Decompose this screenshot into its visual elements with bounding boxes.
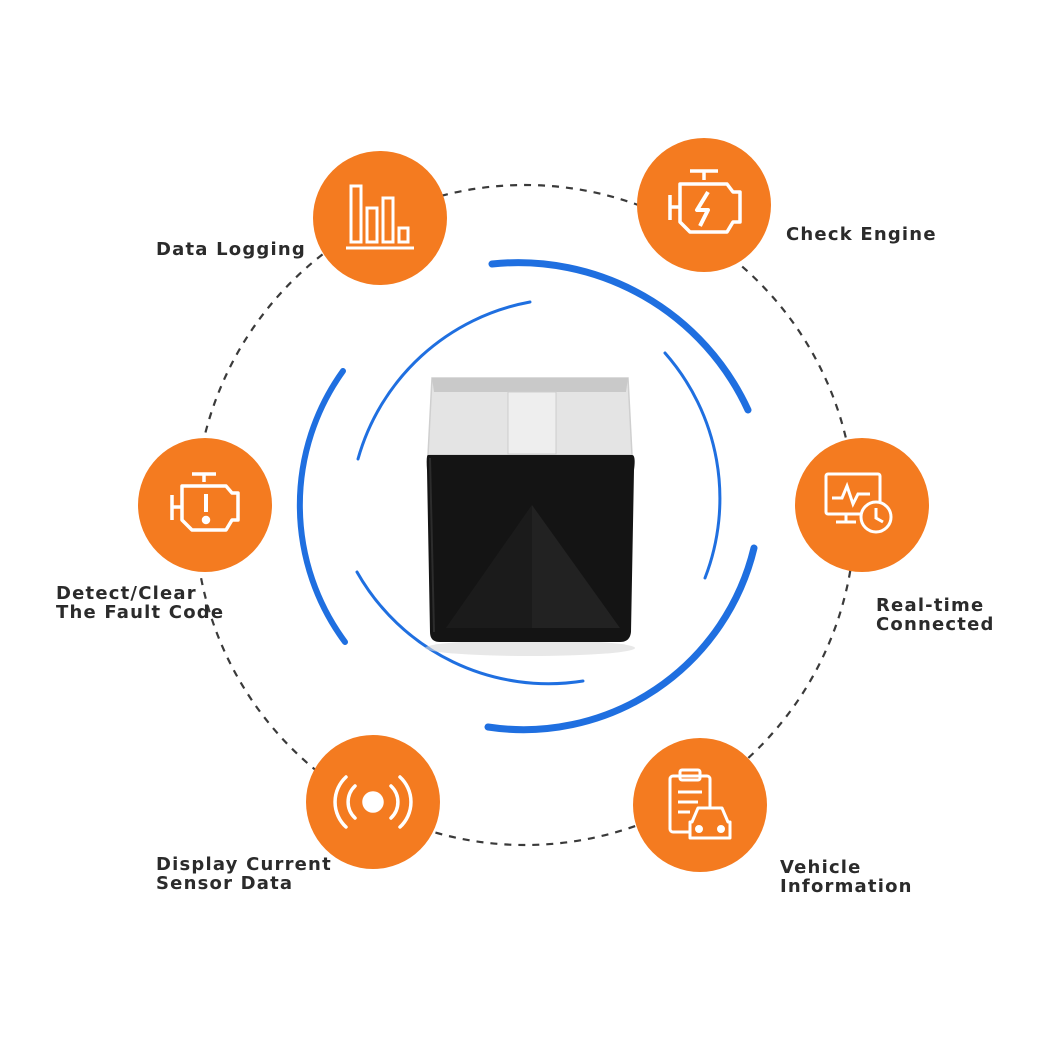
label-check-engine: Check Engine: [786, 224, 937, 245]
feature-vehicle-information: [633, 738, 767, 872]
label-data-logging: Data Logging: [156, 239, 306, 260]
clipboard-car-icon: [668, 768, 732, 840]
feature-detect-clear-fault: [138, 438, 272, 572]
sensor-signal-icon: [333, 775, 413, 829]
feature-circle: [633, 738, 767, 872]
outer-arc-left: [296, 368, 348, 645]
feature-circle: [313, 151, 447, 285]
inner-arc-top-left: [356, 300, 532, 461]
feature-data-logging: [313, 151, 447, 285]
feature-real-time-connected: [795, 438, 929, 572]
inner-arc-right: [663, 351, 722, 580]
feature-check-engine: [637, 138, 771, 272]
label-vehicle-information: Vehicle Information: [780, 857, 913, 897]
monitor-clock-icon: [824, 472, 893, 534]
inner-arc-bottom-left: [355, 570, 585, 686]
outer-arc-bottom: [484, 544, 758, 734]
label-detect-clear-fault: Detect/Clear The Fault Code: [56, 583, 225, 623]
outer-arc-top: [488, 259, 752, 414]
feature-display-sensor-data: [306, 735, 440, 869]
label-display-sensor-data: Display Current Sensor Data: [156, 854, 332, 894]
engine-warning-icon: [170, 472, 240, 532]
obd2-scanner-device: [425, 377, 635, 656]
signal-rings: [296, 259, 758, 734]
label-real-time-connected: Real-time Connected: [876, 595, 995, 635]
feature-circle: [637, 138, 771, 272]
engine-lightning-icon: [668, 169, 742, 234]
bar-chart-icon: [346, 184, 414, 250]
feature-circle: [795, 438, 929, 572]
